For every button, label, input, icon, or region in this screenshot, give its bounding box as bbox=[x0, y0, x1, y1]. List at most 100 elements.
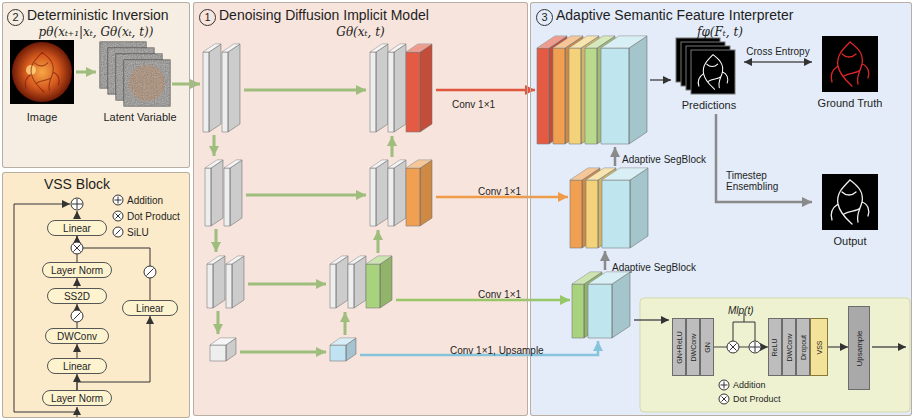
up-arrow bbox=[391, 136, 394, 157]
flow-arrow bbox=[650, 79, 671, 81]
connector bbox=[76, 71, 96, 74]
legend-text: Dot Product bbox=[127, 211, 180, 222]
feature-slab bbox=[348, 256, 366, 308]
latent-noise bbox=[124, 60, 170, 106]
text-holder: Adaptive Semantic Feature Interpreter bbox=[556, 6, 793, 24]
skip-arrow bbox=[240, 351, 326, 354]
feature-slab bbox=[388, 44, 406, 132]
fundus-vessels bbox=[25, 52, 59, 92]
vss-block-panel: VSS BlockLinearLayer NormSS2DDWConvLinea… bbox=[2, 172, 190, 418]
legend-text: SiLU bbox=[127, 227, 149, 238]
layer-slab: ReLU bbox=[768, 318, 782, 376]
legend-item: Dot Product bbox=[718, 393, 781, 405]
label-holder: Adaptive SegBlock bbox=[612, 257, 696, 275]
linear-box: Linear bbox=[47, 220, 107, 236]
segblock-arrow bbox=[604, 251, 607, 270]
text-holder: 1 bbox=[199, 7, 216, 26]
skip-arrow bbox=[246, 194, 366, 197]
down-arrow bbox=[217, 311, 220, 334]
legend-item: Addition bbox=[718, 379, 766, 391]
connector bbox=[828, 346, 848, 347]
bottleneck-cube bbox=[210, 338, 236, 361]
bottleneck-cube bbox=[330, 338, 356, 361]
connector bbox=[77, 344, 78, 358]
panel-title: Denoising Diffusion Implicit Model bbox=[219, 7, 429, 23]
norm-box: Layer Norm bbox=[42, 390, 112, 406]
feature-slab bbox=[226, 256, 244, 308]
layer-label: DWConv bbox=[690, 333, 697, 361]
dot-product-symbol bbox=[71, 242, 83, 254]
layer-label: Dropout bbox=[800, 335, 807, 360]
silu-symbol bbox=[71, 310, 83, 322]
legend-symbol bbox=[112, 210, 124, 222]
label-holder: Adaptive SegBlock bbox=[622, 149, 706, 167]
linear-box: Linear bbox=[122, 300, 178, 316]
layer-slab: GN+ReLU bbox=[672, 318, 686, 376]
layer-label: GN+ReLU bbox=[676, 331, 683, 363]
legend-symbol-ring bbox=[719, 380, 729, 390]
label-holder: Conv 1×1 bbox=[452, 94, 495, 112]
prediction-map bbox=[691, 50, 735, 94]
ss2d-box: SS2D bbox=[47, 288, 107, 304]
layer-slab: GN bbox=[700, 318, 714, 376]
output-slab bbox=[406, 44, 432, 132]
label-holder: Mlp(t) bbox=[728, 300, 754, 318]
layer-label: GN bbox=[704, 342, 711, 353]
feature-slab bbox=[588, 272, 630, 338]
conv-label: Conv 1×1 bbox=[478, 186, 521, 197]
legend-symbol bbox=[112, 194, 124, 206]
dot-product-symbol bbox=[74, 245, 81, 252]
feature-slab bbox=[203, 44, 221, 132]
legend-symbol-mark bbox=[116, 214, 121, 219]
panel-title: Adaptive Semantic Feature Interpreter bbox=[556, 7, 793, 23]
connector bbox=[716, 114, 812, 202]
ground-truth-image: Ground Truth bbox=[812, 34, 888, 112]
block-label: DWConv bbox=[57, 331, 97, 342]
skip-arrow bbox=[244, 89, 366, 92]
edge-label-holder: Timestep Ensembling bbox=[726, 170, 790, 192]
legend-symbol-mark bbox=[722, 397, 727, 402]
text-holder: fφ(Fₜ, t) bbox=[630, 22, 810, 40]
feature-slab bbox=[602, 168, 648, 248]
dot-product-symbol bbox=[730, 344, 737, 351]
legend-symbol-mark bbox=[721, 382, 728, 389]
text-holder: Latent Variable bbox=[96, 107, 184, 125]
segblock-detail-band bbox=[640, 298, 910, 412]
conv-label: Conv 1×1 bbox=[478, 289, 521, 300]
text-holder: 3 bbox=[536, 7, 553, 26]
flow-arrow bbox=[634, 319, 669, 321]
legend-symbol bbox=[718, 393, 730, 405]
feature-slab bbox=[601, 36, 647, 144]
block-label: Layer Norm bbox=[51, 393, 103, 404]
image-caption: Latent Variable bbox=[103, 111, 176, 123]
feature-slab bbox=[370, 44, 388, 132]
conv-arrow bbox=[436, 89, 535, 92]
edge-label: Cross Entropy bbox=[746, 46, 809, 57]
vss-layer: VSS bbox=[810, 318, 828, 376]
skip-arrow bbox=[248, 283, 326, 286]
legend-symbol-ring bbox=[113, 195, 123, 205]
layer-slab: Dropout bbox=[796, 318, 810, 376]
legend-text: Dot Product bbox=[733, 394, 781, 404]
legend-symbol-mark bbox=[115, 197, 122, 204]
segblock-label: Adaptive SegBlock bbox=[612, 262, 696, 273]
up-arrow bbox=[377, 230, 380, 253]
panel-fill bbox=[2, 172, 190, 418]
conv-label: Conv 1×1 bbox=[452, 99, 495, 110]
addition-symbol bbox=[750, 342, 760, 352]
step-number: 2 bbox=[7, 9, 24, 26]
panel-fill bbox=[2, 2, 190, 168]
silu-symbol bbox=[74, 313, 81, 320]
fundus-background bbox=[10, 40, 74, 104]
latent-ghost bbox=[129, 65, 165, 101]
feature-slab bbox=[224, 160, 242, 226]
layer-slab: DWConv bbox=[686, 318, 700, 376]
fundus-image bbox=[12, 42, 72, 102]
addition-symbol bbox=[71, 198, 83, 210]
addition-symbol bbox=[749, 341, 761, 353]
inversion-panel: 2Deterministic Inversionpθ(xₜ₊₁|xₜ, Gθ(x… bbox=[2, 2, 190, 168]
layer-label: VSS bbox=[815, 340, 822, 354]
legend-symbol-ring bbox=[113, 211, 123, 221]
